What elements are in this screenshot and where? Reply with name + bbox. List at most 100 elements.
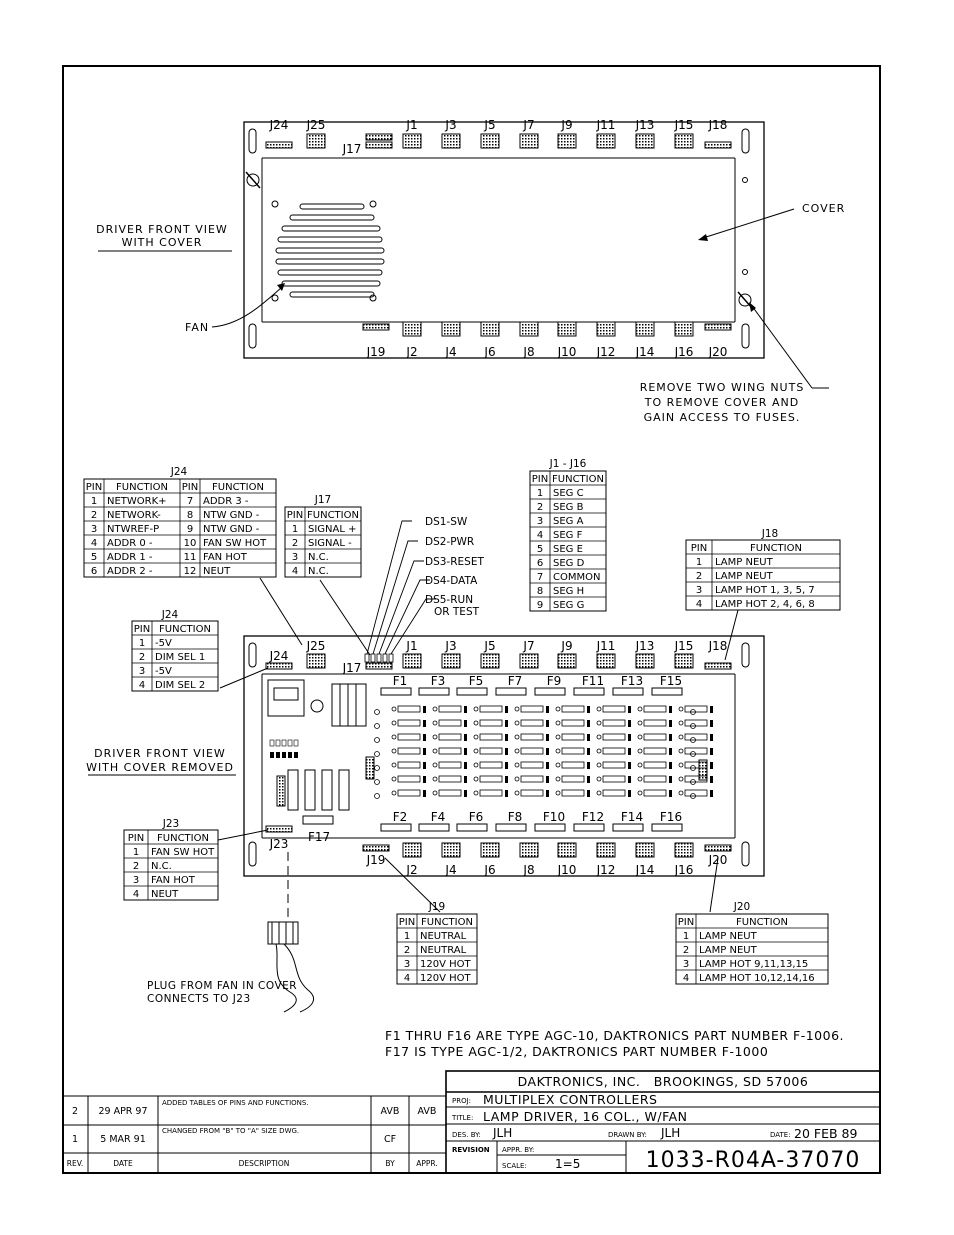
connector-icon (365, 662, 393, 670)
component-icon (464, 734, 467, 741)
component-icon (520, 775, 544, 783)
component-icon (464, 720, 467, 727)
component-icon (397, 719, 421, 727)
component-icon (397, 789, 421, 797)
connector-icon (362, 844, 390, 852)
component-icon (479, 789, 503, 797)
component-icon (643, 705, 667, 713)
component-icon (690, 779, 696, 785)
pin-table-cell: 7 (187, 496, 193, 507)
top-driver-chassis (243, 121, 765, 359)
component-icon (555, 748, 561, 754)
component-icon (505, 734, 508, 741)
component-icon (596, 790, 602, 796)
component-icon (684, 719, 708, 727)
connector-label-j9: J9 (560, 639, 572, 653)
component-icon (669, 734, 672, 741)
component-icon (397, 747, 421, 755)
fan-slot (289, 291, 375, 298)
component-icon (684, 775, 708, 783)
component-icon (596, 706, 602, 712)
connector-label-j14: J14 (635, 863, 655, 877)
connector-label-j6: J6 (483, 345, 495, 359)
pin-table-cell: 4 (139, 680, 145, 691)
component-icon (479, 705, 503, 713)
component-icon (628, 776, 631, 783)
connector-icon (674, 321, 694, 337)
component-icon (294, 752, 298, 758)
connector-label-j15: J15 (674, 118, 694, 132)
led-label: DS4-DATA (425, 575, 478, 587)
ic-chip-icon (304, 769, 316, 811)
pin-table-cell: 3 (133, 875, 139, 886)
pin-table-header: PIN (86, 482, 102, 493)
pin-table-header: FUNCTION (212, 482, 264, 493)
component-icon (391, 734, 397, 740)
fuse-icon (612, 687, 644, 696)
ic-chip-icon (338, 769, 350, 811)
led-leader-line (384, 579, 430, 655)
pin-table-cell: NTW GND - (203, 510, 260, 521)
component-icon (438, 747, 462, 755)
component-icon (464, 790, 467, 797)
drawing-number: 1033-R04A-37070 (646, 1148, 861, 1173)
pin-table-cell: DIM SEL 1 (155, 652, 205, 663)
component-icon (520, 747, 544, 755)
connector-icon (704, 141, 732, 149)
fuse-icon (380, 823, 412, 832)
fuse-label-f2: F2 (393, 810, 408, 824)
component-icon (479, 719, 503, 727)
pin-table-cell: NEUT (151, 889, 179, 900)
component-icon (269, 739, 275, 747)
component-icon (596, 776, 602, 782)
fuse-icon (534, 823, 566, 832)
ic-chip-icon (321, 769, 333, 811)
led-leader-line (390, 598, 436, 655)
component-icon (391, 776, 397, 782)
component-icon (555, 776, 561, 782)
wing-nut-note: TO REMOVE COVER AND (644, 396, 799, 409)
component-icon (690, 751, 696, 757)
component-icon (643, 733, 667, 741)
component-icon (596, 762, 602, 768)
connector-label-j2: J2 (405, 345, 417, 359)
pin-table-cell: 1 (139, 638, 145, 649)
component-icon (628, 706, 631, 713)
connector-icon (704, 662, 732, 670)
connector-label-j10: J10 (557, 863, 577, 877)
transformer-icon (267, 679, 305, 717)
pin-table-cell: LAMP HOT 2, 4, 6, 8 (715, 599, 815, 610)
fan-slot (281, 225, 381, 232)
connector-label-j20: J20 (708, 345, 728, 359)
connector-icon (441, 653, 461, 669)
title-label: TITLE: (451, 1114, 473, 1122)
component-icon (505, 762, 508, 769)
pin-table-cell: LAMP HOT 1, 3, 5, 7 (715, 585, 815, 596)
plug-note: PLUG FROM FAN IN COVER (147, 980, 297, 992)
ic-chip-icon (287, 769, 299, 811)
pin-table-header: PIN (691, 543, 707, 554)
connector-icon (441, 842, 461, 858)
fuse-label-f16: F16 (660, 810, 682, 824)
connector-icon (265, 662, 293, 670)
component-icon (514, 776, 520, 782)
pin-table-header: PIN (182, 482, 198, 493)
connector-icon (306, 653, 326, 669)
fuse-note: F17 IS TYPE AGC-1/2, DAKTRONICS PART NUM… (385, 1044, 768, 1059)
led-icon (370, 653, 376, 663)
component-icon (546, 762, 549, 769)
pin-table-cell: 120V HOT (420, 959, 471, 970)
component-icon (374, 751, 380, 757)
fuse-icon (651, 687, 683, 696)
component-icon (438, 789, 462, 797)
connector-icon (674, 653, 694, 669)
pin-table-header: FUNCTION (736, 917, 788, 928)
fan-slot (281, 280, 381, 287)
fuse-icon (456, 823, 488, 832)
led-leader-line (372, 540, 418, 655)
connector-label-j10: J10 (557, 345, 577, 359)
pin-table-cell: LAMP HOT 9,11,13,15 (699, 959, 808, 970)
pin-table-cell: 2 (404, 945, 410, 956)
fuse-f17-icon (302, 815, 334, 825)
